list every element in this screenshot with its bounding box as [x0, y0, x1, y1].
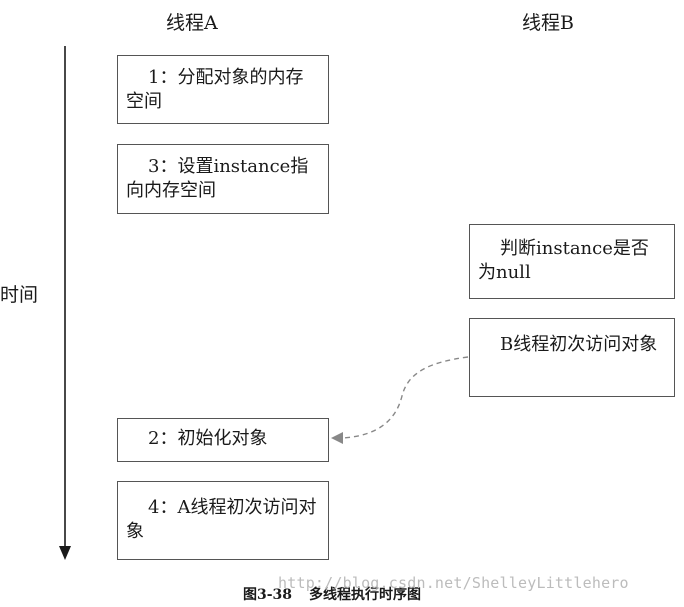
step-1-box: 1：分配对象的内存空间 — [117, 55, 329, 124]
time-axis-arrowhead — [59, 546, 71, 560]
figure-caption: 图3-38 多线程执行时序图 — [243, 586, 421, 604]
watermark-text: http://blog.csdn.net/ShelleyLittlehero — [278, 574, 629, 592]
dashed-connector — [341, 356, 469, 439]
thread-b-access-box: B线程初次访问对象 — [469, 318, 675, 397]
step-1-text: 1：分配对象的内存空间 — [126, 67, 304, 112]
connector-arrowhead — [331, 432, 343, 444]
step-4-box: 4：A线程初次访问对象 — [117, 481, 329, 560]
figure-title: 多线程执行时序图 — [308, 587, 421, 603]
time-axis-label: 时间 — [0, 284, 39, 306]
thread-b-header: 线程B — [522, 12, 574, 34]
step-4-text: 4：A线程初次访问对象 — [126, 497, 317, 542]
check-null-text: 判断instance是否为null — [478, 238, 649, 283]
step-2-box: 2：初始化对象 — [117, 418, 329, 462]
thread-b-access-text: B线程初次访问对象 — [500, 334, 658, 355]
check-null-box: 判断instance是否为null — [469, 224, 675, 299]
step-3-box: 3：设置instance指向内存空间 — [117, 144, 329, 214]
step-3-text: 3：设置instance指向内存空间 — [126, 156, 309, 201]
thread-a-header: 线程A — [166, 12, 218, 34]
figure-number: 图3-38 — [243, 587, 293, 603]
step-2-text: 2：初始化对象 — [148, 428, 268, 449]
